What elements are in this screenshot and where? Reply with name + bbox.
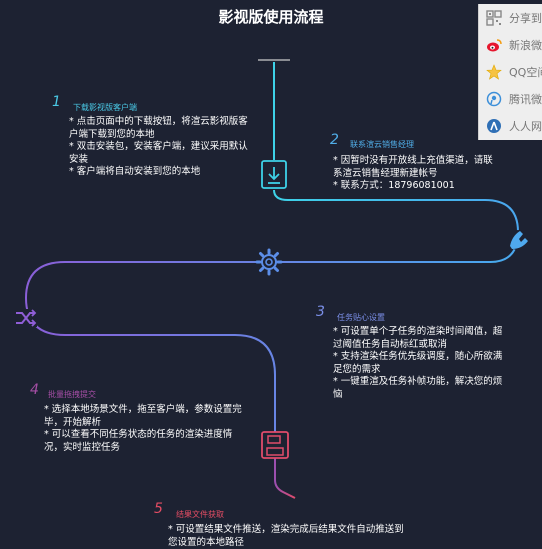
step-3-title: 任务贴心设置 xyxy=(337,313,385,322)
flow-line-upper xyxy=(273,62,520,263)
share-panel: 分享到 新浪微博 QQ空间 腾讯微博 xyxy=(478,4,542,140)
share-item-label: 分享到 xyxy=(509,11,542,25)
step-2-description: * 因暂时没有开放线上充值渠道，请联 系渲云销售经理新建帐号 * 联系方式：18… xyxy=(333,155,493,193)
step-3-line: 足您的需求 xyxy=(333,363,381,375)
step-5-line: 您设置的本地路径 xyxy=(168,536,245,548)
step-5-line: * 可设置结果文件推送，渲染完成后结果文件自动推送到 xyxy=(168,524,404,535)
save-icon[interactable] xyxy=(261,431,289,459)
tencent-weibo-icon xyxy=(486,91,502,106)
step-1-line: * 客户端将自动安装到您的本地 xyxy=(69,166,201,177)
step-1-description: * 点击页面中的下载按钮，将渲云影视版客 户端下载到您的本地 * 双击安装包，安… xyxy=(69,116,248,179)
step-2-line: 系渲云销售经理新建帐号 xyxy=(333,167,438,179)
share-item-label: 新浪微博 xyxy=(509,38,542,52)
step-3-line: * 可设置单个子任务的渲染时间阈值，超 xyxy=(333,326,503,337)
qzone-icon xyxy=(486,63,502,80)
shuffle-icon[interactable] xyxy=(15,309,37,327)
step-5-title: 结果文件获取 xyxy=(176,510,224,519)
step-3-description: * 可设置单个子任务的渲染时间阈值，超 过阈值任务自动标红或取消 * 支持渲染任… xyxy=(333,326,502,401)
share-item-label: 腾讯微博 xyxy=(509,92,542,106)
step-3-line: * 支持渲染任务优先级调度，随心所欲满 xyxy=(333,351,503,362)
step-4-number: 4 xyxy=(30,382,39,398)
step-2-title: 联系渲云销售经理 xyxy=(350,140,414,149)
flow-line-lower xyxy=(274,458,296,499)
gear-icon[interactable] xyxy=(255,248,283,276)
step-1-number: 1 xyxy=(52,94,61,110)
step-1-line: * 双击安装包，安装客户端，建议采用默认 xyxy=(69,141,248,152)
share-item-tencent-weibo[interactable]: 腾讯微博 xyxy=(479,85,542,112)
renren-icon xyxy=(487,118,501,133)
step-4-line: * 选择本地场景文件，拖至客户端，参数设置完 xyxy=(44,404,242,415)
step-4-line: * 可以查看不同任务状态的任务的渲染进度情 xyxy=(44,429,233,440)
share-item-share-to[interactable]: 分享到 xyxy=(479,4,542,31)
step-3-line: 过阈值任务自动标红或取消 xyxy=(333,338,448,350)
flow-line-middle xyxy=(24,261,490,432)
step-1-line: 户端下载到您的本地 xyxy=(69,128,155,140)
step-4-line: 毕，开始解析 xyxy=(44,416,102,428)
share-item-renren[interactable]: 人人网 xyxy=(479,112,542,139)
step-1-line: * 点击页面中的下载按钮，将渲云影视版客 xyxy=(69,116,248,127)
step-2-line: * 因暂时没有开放线上充值渠道，请联 xyxy=(333,155,493,166)
step-3-line: * 一键重渲及任务补帧功能，解决您的烦 xyxy=(333,376,503,387)
step-3-number: 3 xyxy=(316,304,325,320)
step-2-line: * 联系方式：18796081001 xyxy=(333,180,455,191)
share-item-label: 人人网 xyxy=(509,119,542,133)
share-item-qzone[interactable]: QQ空间 xyxy=(479,58,542,85)
step-4-description: * 选择本地场景文件，拖至客户端，参数设置完 毕，开始解析 * 可以查看不同任务… xyxy=(44,404,242,454)
step-1-line: 安装 xyxy=(69,153,89,165)
weibo-icon xyxy=(487,38,502,51)
share-item-label: QQ空间 xyxy=(509,65,542,79)
phone-icon[interactable] xyxy=(508,230,528,250)
share-item-weibo[interactable]: 新浪微博 xyxy=(479,31,542,58)
step-4-line: 况，实时监控任务 xyxy=(44,441,121,453)
step-5-description: * 可设置结果文件推送，渲染完成后结果文件自动推送到 您设置的本地路径 xyxy=(168,524,404,549)
download-icon[interactable] xyxy=(261,160,287,189)
step-1-title: 下载影视版客户端 xyxy=(73,103,137,112)
step-5-number: 5 xyxy=(154,501,163,517)
qrcode-icon xyxy=(486,9,502,26)
step-2-number: 2 xyxy=(330,132,339,148)
step-4-title: 批量拖拽提交 xyxy=(48,390,96,399)
page-title: 影视版使用流程 xyxy=(218,8,324,26)
step-3-line: 恼 xyxy=(333,388,343,400)
